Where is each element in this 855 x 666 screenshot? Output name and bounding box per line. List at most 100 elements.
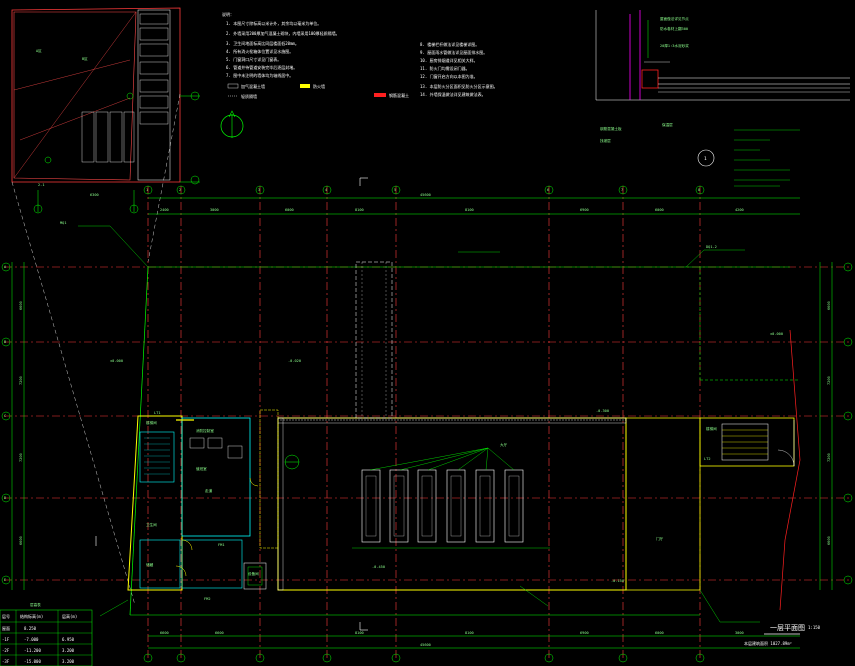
- callout-dq1: DQ1-2: [706, 245, 717, 249]
- note-10: 10. 厨房排烟道详见相关大样。: [420, 57, 478, 63]
- dim-top-8: 4200: [735, 208, 744, 212]
- room-label-corridor: 走道: [205, 488, 213, 493]
- dim-total-top: 45600: [420, 193, 431, 197]
- elevation-2: -0.020: [288, 359, 301, 363]
- dim-bottom-5: 6900: [580, 631, 589, 635]
- table-cell-2-2: -7.000: [24, 637, 39, 642]
- axis-label-a: A: [4, 265, 7, 269]
- callout-lt1: LT1: [154, 411, 161, 415]
- dim-top-6: 6900: [580, 208, 589, 212]
- keyplan: A区 B区 2-1 6300: [11, 7, 200, 214]
- room-label-hall: 大厅: [500, 442, 508, 447]
- table-header-1: 层号: [2, 613, 10, 619]
- table-cell-2-3: 6.950: [62, 637, 75, 642]
- callout-lt2: LT2: [704, 457, 711, 461]
- room-label-office: 值班室: [196, 466, 207, 471]
- keyplan-label-2-1: 2-1: [38, 183, 45, 187]
- room-label-control: 消防控制室: [196, 428, 214, 433]
- table-cell-2-1: -1F: [2, 637, 10, 642]
- left-core: [127, 415, 267, 591]
- legend-hatch-label: 钢筋混凝土: [389, 92, 409, 98]
- table-cell-1-2: 8.250: [24, 626, 37, 631]
- note-5: 5. 门窗洞口尺寸详见门窗表。: [226, 56, 281, 62]
- dim-bottom-4: 8100: [465, 631, 474, 635]
- dim-left-1: 6600: [19, 301, 23, 310]
- room-label-stair-2: 楼梯间: [706, 426, 717, 431]
- keyplan-label-b: B区: [82, 57, 88, 61]
- dim-top-5: 8100: [465, 208, 474, 212]
- dim-bottom-1: 6600: [160, 631, 169, 635]
- dim-top-2: 3000: [210, 208, 219, 212]
- table-header-3: 层高(m): [62, 613, 77, 619]
- detail-note-6: 找坡层: [600, 138, 611, 143]
- table-cell-3-2: -11.200: [24, 648, 41, 653]
- dim-bottom-2: 6600: [215, 631, 224, 635]
- dim-right-4: 6600: [827, 536, 831, 545]
- callout-fm2: FM2: [204, 597, 211, 601]
- detail-note-1: 屋面做法详见节点: [660, 16, 689, 21]
- mezzanine-outline: [355, 251, 500, 419]
- dim-left-4: 6600: [19, 536, 23, 545]
- note-2: 2. 外墙采用200厚加气混凝土砌块，内墙采用100厚轻质隔墙。: [226, 30, 340, 36]
- dim-right-3: 7200: [827, 453, 831, 462]
- note-11: 11. 防火门均需设闭门器。: [420, 65, 470, 71]
- keyplan-label-a: A区: [36, 49, 42, 53]
- detail-marker: 1: [704, 156, 707, 162]
- drawing-title-block: 一层平面图 1:150 本层建筑面积 1027.89m²: [744, 624, 821, 646]
- svg-text:说明：: 说明：: [222, 11, 234, 17]
- room-label-stair-1: 楼梯间: [146, 420, 157, 425]
- axis-label-7: 7: [621, 188, 623, 192]
- axis-label-b: B: [4, 340, 6, 344]
- note-1: 1. 本图尺寸除标高以米计外，其余均以毫米为单位。: [226, 20, 321, 26]
- note-6: 6. 管道井待管道安装完毕后逐层封堵。: [226, 64, 297, 70]
- room-label-storage: 储藏: [146, 562, 154, 567]
- dim-total-bottom: 45600: [420, 643, 431, 647]
- callout-mq1: MQ1: [60, 221, 67, 225]
- elevation-1: ±0.000: [110, 359, 123, 363]
- north-arrow-icon: [220, 110, 244, 138]
- note-9: 9. 屋面雨水管做法详见屋面排水图。: [420, 49, 487, 55]
- roof-detail: 1 屋面做法详见节点 防水卷材上翻300 20厚1:3水泥砂浆 钢筋混凝土板 保…: [595, 10, 850, 187]
- note-8: 8. 楼梯栏杆做法详见楼梯详图。: [420, 41, 479, 47]
- drawing-scale: 1:150: [808, 625, 821, 630]
- room-label-toilet: 卫生间: [146, 522, 157, 527]
- axis-bubbles-side: [1, 262, 853, 585]
- callout-fm1: FM1: [218, 543, 225, 547]
- table-cell-4-3: 3.200: [62, 659, 75, 664]
- axis-label-5: 5: [394, 188, 396, 192]
- general-notes-right: 8. 楼梯栏杆做法详见楼梯详图。 9. 屋面雨水管做法详见屋面排水图。 10. …: [420, 41, 498, 97]
- axis-label-8: 8: [698, 188, 700, 192]
- note-4: 4. 所有消火栓箱体位置详见水施图。: [226, 48, 293, 54]
- general-notes-left: 说明： 1. 本图尺寸除标高以米计外，其余均以毫米为单位。 2. 外墙采用200…: [222, 11, 340, 78]
- note-7: 7. 图中未注明的墙体均为轴线居中。: [226, 72, 293, 78]
- floor-height-table: 层高表 层号 结构标高(m) 层高(m) 屋面 8.250 -1F -7.000…: [0, 602, 93, 666]
- drawing-area-note: 本层建筑面积 1027.89m²: [744, 640, 792, 646]
- note-3: 3. 卫生间地面标高比同层楼面低20mm。: [226, 40, 299, 46]
- axis-bubbles-top: [143, 185, 705, 663]
- legend-partition-label: 轻质隔墙: [241, 93, 257, 99]
- table-header-2: 结构标高(m): [20, 613, 43, 619]
- dim-bottom-6: 6000: [655, 631, 664, 635]
- table-cell-1-1: 屋面: [2, 625, 10, 631]
- axis-label-d: D: [4, 496, 6, 500]
- dim-right-2: 7200: [827, 376, 831, 385]
- dim-bottom-7: 3000: [735, 631, 744, 635]
- note-12: 12. 门窗开启方向以本图为准。: [420, 73, 478, 79]
- dim-left-3: 7200: [19, 453, 23, 462]
- legend-wall-label: 加气混凝土墙: [241, 83, 265, 89]
- note-14: 14. 外墙保温做法详见建筑做法表。: [420, 91, 486, 97]
- dim-left-2: 7200: [19, 376, 23, 385]
- axis-label-2: 2: [179, 188, 181, 192]
- detail-note-3: 20厚1:3水泥砂浆: [660, 43, 689, 48]
- detail-note-2: 防水卷材上翻300: [660, 26, 688, 31]
- right-zone: [626, 329, 801, 611]
- axis-label-1: 1: [146, 188, 148, 192]
- axis-label-c: C: [4, 414, 6, 418]
- dim-bottom-3: 8100: [355, 631, 364, 635]
- keyplan-dim: 6300: [90, 193, 99, 197]
- room-label-equipment: 设备间: [248, 571, 259, 576]
- detail-note-5: 保温层: [662, 122, 673, 127]
- main-hall: [259, 409, 627, 591]
- room-label-lobby: 门厅: [656, 536, 664, 541]
